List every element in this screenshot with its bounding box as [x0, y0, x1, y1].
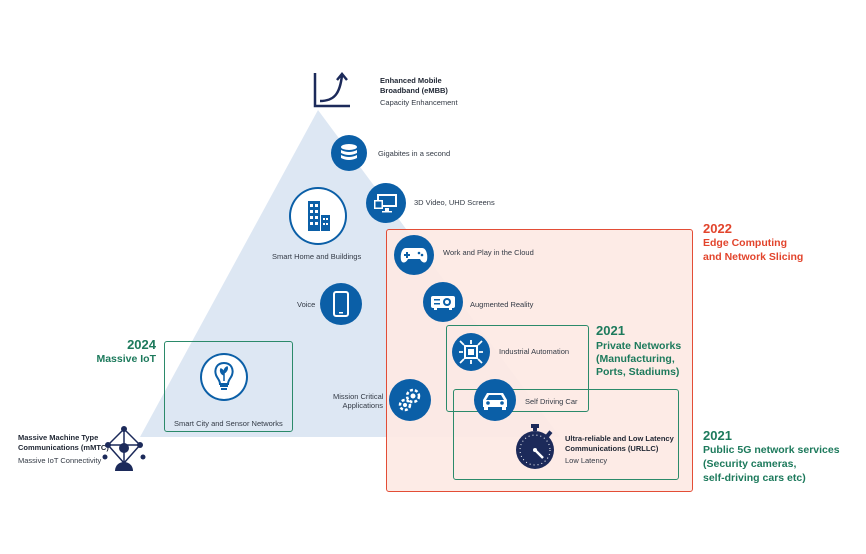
gamepad-icon: [394, 235, 434, 275]
car-icon: [474, 379, 516, 421]
public-line3: self-driving cars etc): [703, 472, 806, 484]
stopwatch-icon: [516, 424, 554, 469]
urllc-title-line2: Communications (URLLC): [565, 444, 659, 453]
urllc-title-line1: Ultra-reliable and Low Latency: [565, 434, 674, 443]
smart-home-label: Smart Home and Buildings: [272, 252, 362, 261]
industrial-label: Industrial Automation: [499, 347, 570, 356]
database-icon: [331, 135, 367, 171]
edge-line2: and Network Slicing: [703, 251, 804, 263]
automation-icon: [452, 333, 490, 371]
smart-city-label: Smart City and Sensor Networks: [174, 419, 283, 428]
screens-icon: [366, 183, 406, 223]
gigabites-label: Gigabites in a second: [378, 149, 451, 158]
private-line2: (Manufacturing,: [596, 353, 675, 365]
voice-label: Voice: [297, 300, 316, 309]
public-year: 2021: [703, 428, 732, 443]
embb-title-line2: Broadband (eMBB): [380, 86, 448, 95]
urllc-subtitle: Low Latency: [565, 456, 608, 465]
private-year: 2021: [596, 323, 625, 338]
mission-label-line2: Applications: [342, 401, 383, 410]
mmtc-subtitle: Massive IoT Connectivity: [18, 456, 102, 465]
gears-icon: [389, 379, 431, 421]
iot-year: 2024: [127, 337, 156, 352]
video-label: 3D Video, UHD Screens: [414, 198, 495, 207]
public-line2: (Security cameras,: [703, 458, 797, 470]
mmtc-title-line2: Communications (mMTC): [18, 443, 109, 452]
private-line3: Ports, Stadiums): [596, 366, 680, 378]
edge-computing-box: [386, 229, 693, 492]
public-line1: Public 5G network services: [703, 444, 840, 456]
mission-label-line1: Mission Critical: [333, 392, 384, 401]
private-networks-box: [446, 325, 589, 412]
ar-label: Augmented Reality: [470, 300, 534, 309]
iot-line1: Massive IoT: [96, 353, 156, 365]
mmtc-title-line1: Massive Machine Type: [18, 433, 99, 442]
smartphone-icon: [320, 283, 362, 325]
private-line1: Private Networks: [596, 340, 682, 352]
buildings-icon: [289, 187, 347, 245]
public-5g-box: [453, 389, 679, 480]
projector-icon: [423, 282, 463, 322]
embb-subtitle: Capacity Enhancement: [380, 98, 458, 107]
self-driving-label: Self Driving Car: [525, 397, 578, 406]
embb-title-line1: Enhanced Mobile: [380, 76, 442, 85]
bulb-icon: [200, 353, 248, 401]
growth-curve-icon: [313, 72, 350, 108]
work-play-label: Work and Play in the Cloud: [443, 248, 534, 257]
edge-line1: Edge Computing: [703, 237, 787, 249]
edge-year: 2022: [703, 221, 732, 236]
network-person-icon: [102, 426, 146, 471]
massive-iot-box: [164, 341, 293, 432]
